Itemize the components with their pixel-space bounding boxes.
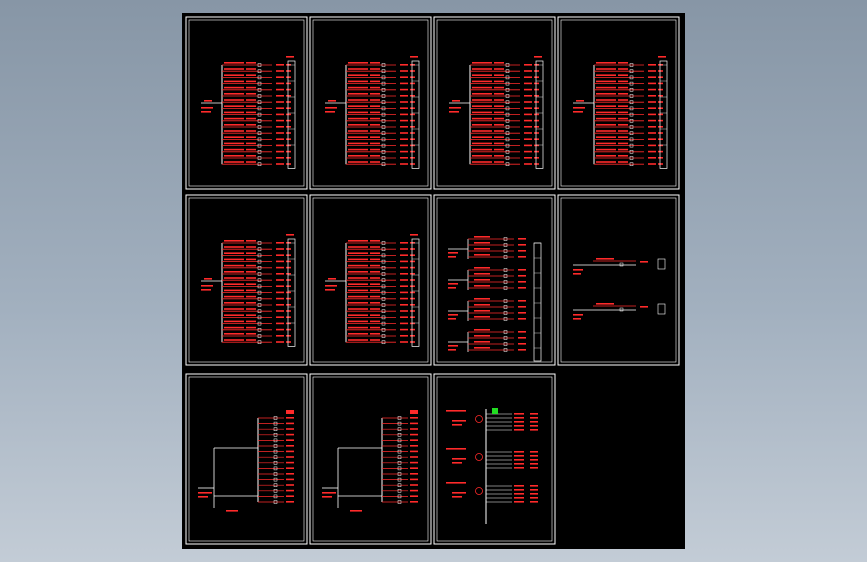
drawing-sheet[interactable] xyxy=(433,16,556,190)
drawing-sheet[interactable] xyxy=(309,16,432,190)
drawing-sheet[interactable] xyxy=(185,373,308,545)
drawing-sheet[interactable] xyxy=(557,194,680,366)
drawing-sheet[interactable] xyxy=(185,194,308,366)
drawing-sheet[interactable] xyxy=(433,194,556,366)
drawing-sheet[interactable] xyxy=(185,16,308,190)
drawing-sheet[interactable] xyxy=(433,373,556,545)
drawing-sheet[interactable] xyxy=(309,373,432,545)
cad-drawing-canvas[interactable] xyxy=(182,13,685,549)
cad-sheets-svg xyxy=(185,16,680,545)
drawing-sheet[interactable] xyxy=(557,16,680,190)
drawing-sheet[interactable] xyxy=(309,194,432,366)
